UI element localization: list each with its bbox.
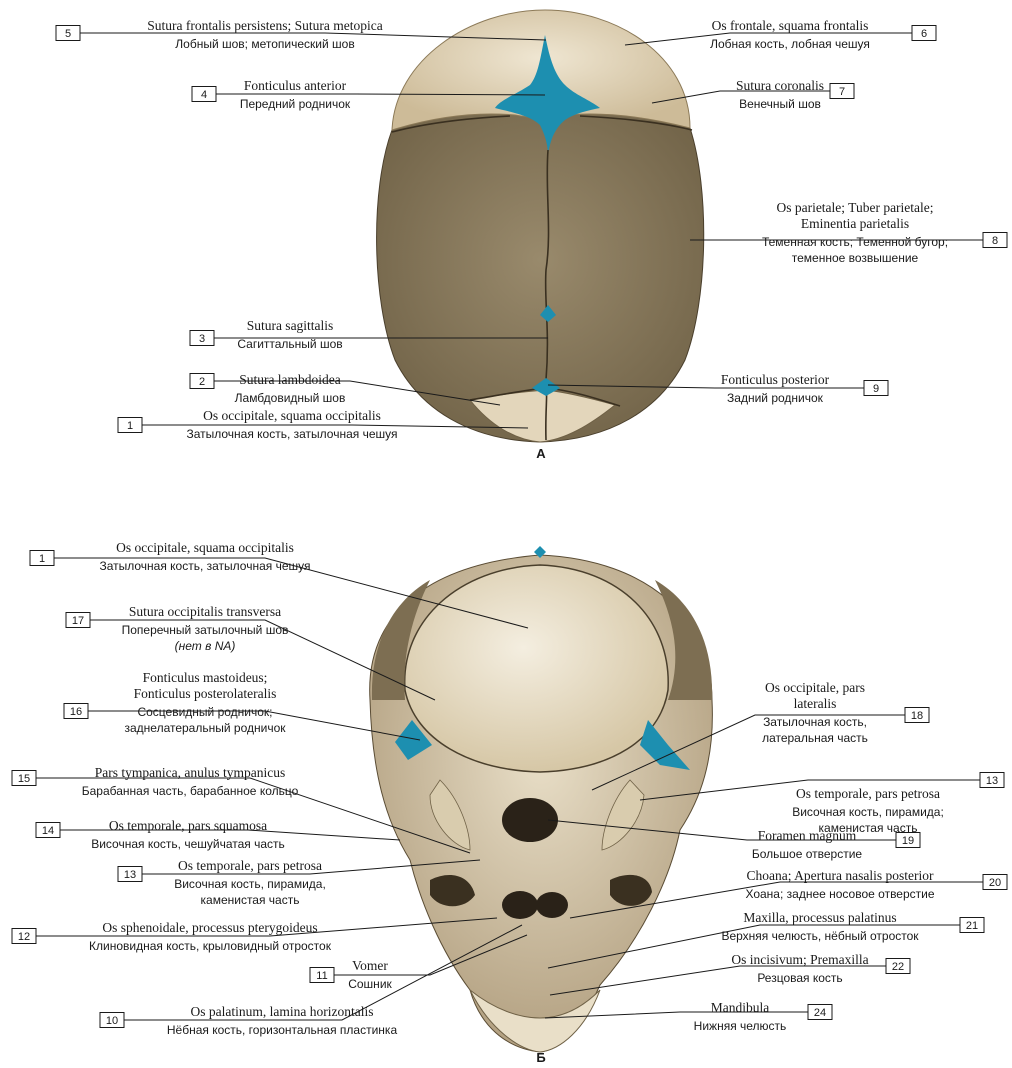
label-number: 13 [986, 775, 998, 787]
latin-term: Sutura lambdoidea [239, 372, 341, 387]
latin-term: Os occipitale, squama occipitalis [203, 408, 381, 423]
top-label-8-7: Os parietale; Tuber parietale;Eminentia … [690, 200, 1007, 265]
label-number: 19 [902, 835, 914, 847]
russian-term: Височная кость, пирамида; [792, 805, 944, 819]
russian-term: Верхняя челюсть, нёбный отросток [721, 929, 919, 943]
russian-term: Височная кость, пирамида, [174, 877, 326, 891]
russian-term: Сагиттальный шов [237, 337, 342, 351]
label-number: 1 [127, 420, 133, 432]
latin-term: Fonticulus mastoideus; [143, 670, 268, 685]
russian-term: Височная кость, чешуйчатая часть [91, 837, 285, 851]
russian-term: Теменная кость; Теменной бугор; [762, 235, 948, 249]
latin-term: Os temporale, pars squamosa [109, 818, 267, 833]
russian-term: Нёбная кость, горизонтальная пластинка [167, 1023, 398, 1037]
choana-left-shape [502, 891, 538, 919]
label-number: 9 [873, 383, 879, 395]
latin-term: Choana; Apertura nasalis posterior [746, 868, 934, 883]
russian-term: латеральная часть [762, 731, 868, 745]
latin-term: Fonticulus posterolateralis [134, 686, 277, 701]
bottom-label-16-2: Fonticulus mastoideus;Fonticulus postero… [64, 670, 420, 740]
latin-term: Fonticulus anterior [244, 78, 347, 93]
label-number: 22 [892, 961, 904, 973]
russian-term: каменистая часть [201, 893, 300, 907]
label-number: 10 [106, 1015, 118, 1027]
latin-term: Mandibula [711, 1000, 770, 1015]
latin-term: Os temporale, pars petrosa [796, 786, 940, 801]
latin-term: Os sphenoidale, processus pterygoideus [102, 920, 317, 935]
latin-term: Sutura frontalis persistens; Sutura meto… [147, 18, 382, 33]
label-number: 14 [42, 825, 54, 837]
label-number: 12 [18, 931, 30, 943]
latin-term: Os palatinum, lamina horizontalis [191, 1004, 374, 1019]
latin-term: Os parietale; Tuber parietale; [776, 200, 933, 215]
russian-term: Резцовая кость [757, 971, 842, 985]
russian-term: Затылочная кость, [763, 715, 867, 729]
russian-term: Задний родничок [727, 391, 824, 405]
label-number: 7 [839, 86, 845, 98]
latin-term: Eminentia parietalis [801, 216, 909, 231]
russian-term: теменное возвышение [792, 251, 919, 265]
label-number: 17 [72, 615, 84, 627]
latin-term: Sutura occipitalis transversa [129, 604, 281, 619]
panel-letter-b: Б [536, 1050, 545, 1065]
latin-term: Maxilla, processus palatinus [743, 910, 896, 925]
bottom-label-12-6: Os sphenoidale, processus pterygoideusКл… [12, 918, 497, 953]
russian-term: Ламбдовидный шов [235, 391, 346, 405]
russian-term: Хоана; заднее носовое отверстие [745, 887, 934, 901]
russian-term: Сошник [348, 977, 392, 991]
russian-term: Затылочная кость, затылочная чешуя [186, 427, 397, 441]
russian-term: Сосцевидный родничок; [137, 705, 272, 719]
russian-term: Большое отверстие [752, 847, 863, 861]
russian-term: Нижняя челюсть [694, 1019, 787, 1033]
russian-term: Передний родничок [240, 97, 351, 111]
latin-term: Fonticulus posterior [721, 372, 830, 387]
latin-term: Foramen magnum [758, 828, 857, 843]
latin-term: lateralis [794, 696, 837, 711]
label-number: 3 [199, 333, 205, 345]
choana-right-shape [536, 892, 568, 918]
russian-term: Лобная кость, лобная чешуя [710, 37, 870, 51]
label-number: 16 [70, 706, 82, 718]
label-number: 18 [911, 710, 923, 722]
russian-term: Поперечный затылочный шов [122, 623, 289, 637]
latin-term: Os incisivum; Premaxilla [731, 952, 868, 967]
label-number: 21 [966, 920, 978, 932]
label-number: 20 [989, 877, 1001, 889]
panel-letter-a: А [536, 446, 546, 461]
top-label-6-5: Os frontale, squama frontalisЛобная кост… [625, 18, 936, 51]
label-number: 15 [18, 773, 30, 785]
skull-top-view [377, 10, 704, 442]
label-number: 2 [199, 376, 205, 388]
latin-term: Os frontale, squama frontalis [712, 18, 869, 33]
label-number: 11 [316, 970, 327, 982]
label-number: 13 [124, 869, 136, 881]
russian-term: Лобный шов; метопический шов [175, 37, 354, 51]
latin-term: Os occipitale, pars [765, 680, 865, 695]
skull-base-view [370, 546, 713, 1052]
label-number: 5 [65, 28, 71, 40]
label-number: 24 [814, 1007, 826, 1019]
russian-term: Клиновидная кость, крыловидный отросток [89, 939, 332, 953]
label-number: 1 [39, 553, 45, 565]
latin-term: Vomer [352, 958, 388, 973]
label-number: 8 [992, 235, 998, 247]
russian-term: Затылочная кость, затылочная чешуя [99, 559, 310, 573]
russian-term: Венечный шов [739, 97, 821, 111]
label-number: 6 [921, 28, 927, 40]
label-number: 4 [201, 89, 207, 101]
latin-term: Sutura sagittalis [247, 318, 334, 333]
latin-term: Os occipitale, squama occipitalis [116, 540, 294, 555]
note-text: (нет в NA) [175, 639, 236, 653]
russian-term: Барабанная часть, барабанное кольцо [82, 784, 299, 798]
russian-term: заднелатеральный родничок [124, 721, 286, 735]
latin-term: Os temporale, pars petrosa [178, 858, 322, 873]
